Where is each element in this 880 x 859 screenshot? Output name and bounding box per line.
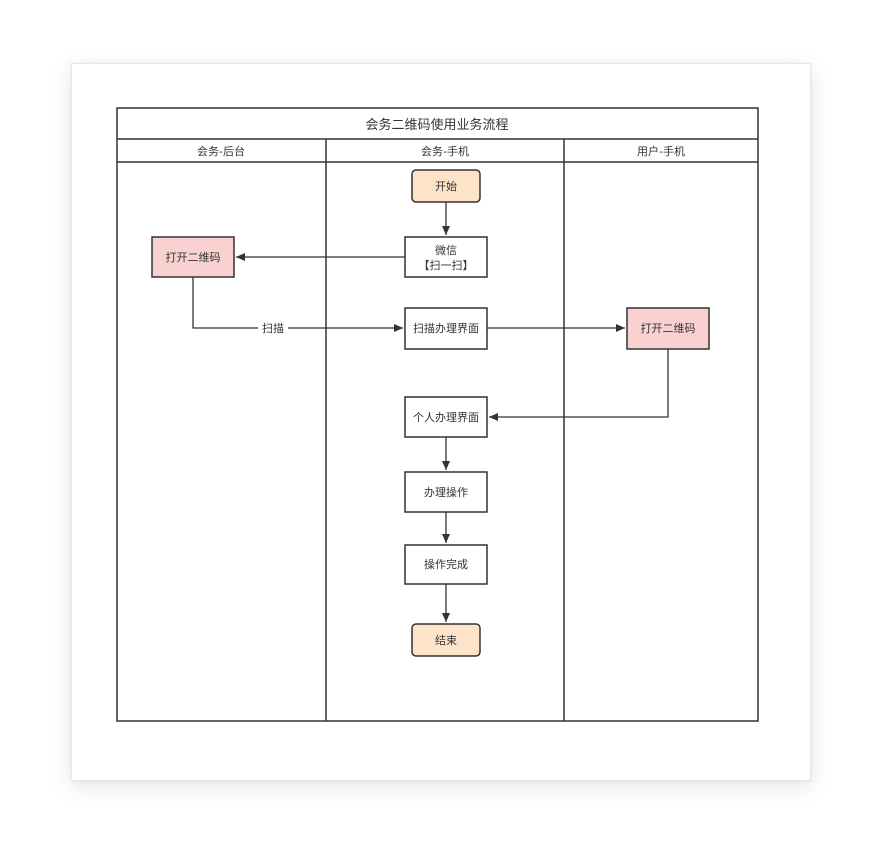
- node-wechat-label-line1: 微信: [435, 243, 457, 257]
- node-operate-done-label: 操作完成: [424, 557, 468, 571]
- node-open-qr-user: [626, 307, 710, 350]
- node-wechat-scan: [404, 236, 488, 278]
- node-personal-ui: [404, 396, 488, 438]
- lane-label-user-mobile: 用户-手机: [637, 144, 685, 158]
- node-wechat-label-line2: 【扫一扫】: [419, 259, 474, 272]
- node-open-qr-backend-label: 打开二维码: [166, 250, 221, 264]
- node-scan-ui: [404, 307, 488, 350]
- node-personal-ui-label: 个人办理界面: [413, 411, 479, 424]
- node-operate-label: 办理操作: [424, 485, 468, 499]
- diagram-title: 会务二维码使用业务流程: [365, 117, 508, 133]
- node-start: [411, 169, 481, 203]
- node-end: [411, 623, 481, 657]
- node-open-qr-user-label: 打开二维码: [641, 321, 696, 335]
- node-start-label: 开始: [435, 179, 457, 193]
- node-operate-done: [404, 544, 488, 585]
- lane-label-backend: 会务-后台: [197, 144, 245, 158]
- edge-label-bg: [258, 320, 288, 336]
- edge-label-scan: 扫描: [262, 321, 284, 335]
- node-end-label: 结束: [435, 634, 457, 647]
- node-open-qr-backend: [151, 236, 235, 278]
- edge-open-qr-backend-to-scan-ui: [192, 277, 403, 332]
- edge-open-qr-user-to-personal-ui: [489, 349, 669, 421]
- node-scan-ui-label: 扫描办理界面: [413, 321, 479, 335]
- lane-label-staff-mobile: 会务-手机: [421, 144, 469, 158]
- node-operate: [404, 471, 488, 513]
